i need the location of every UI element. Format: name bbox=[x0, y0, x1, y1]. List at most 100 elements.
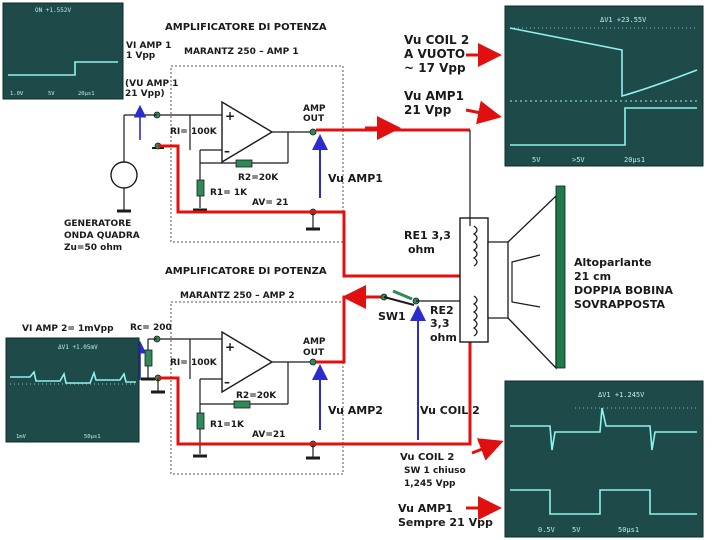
amp1-return-path bbox=[158, 144, 470, 278]
coil2-closed-l1: Vu COIL 2 bbox=[400, 452, 454, 463]
scope3-top: ΔV1 +1.05mV bbox=[58, 344, 98, 351]
scope-coil2-closed: ΔV1 +1.245V 0.5V 5V 50µs1 bbox=[504, 380, 704, 538]
amp2-minus: – bbox=[224, 375, 230, 389]
amp2-return-path bbox=[158, 342, 472, 446]
rc-label: Rc= 200 bbox=[130, 323, 172, 333]
vu-coil2-mid: Vu COIL 2 bbox=[420, 404, 480, 417]
generator: GENERATORE ONDA QUADRA Zu=50 ohm bbox=[64, 104, 164, 253]
amp1-r1-resistor bbox=[196, 179, 205, 197]
speaker-magnet bbox=[487, 241, 509, 319]
scope3-b1: 1mV bbox=[16, 434, 27, 440]
speaker: Altoparlante 21 cm DOPPIA BOBINA SOVRAPP… bbox=[487, 185, 673, 370]
coil2-open-l3: ~ 17 Vpp bbox=[404, 61, 466, 75]
scope2-top: ΔV1 +23.55V bbox=[600, 16, 647, 24]
amp2-r2-resistor bbox=[233, 400, 251, 409]
amp1-vu-label: Vu AMP1 bbox=[328, 172, 383, 185]
amp2-r2: R2=20K bbox=[236, 391, 277, 401]
amp2-out-l2: OUT bbox=[303, 348, 325, 358]
scope2-trace-coil bbox=[509, 27, 698, 98]
scope4-top: ΔV1 +1.245V bbox=[598, 391, 645, 399]
always-21-l2: Sempre 21 Vpp bbox=[398, 516, 493, 529]
amp2-model: MARANTZ 250 – AMP 2 bbox=[180, 291, 295, 301]
amp1-header: AMPLIFICATORE DI POTENZA bbox=[165, 22, 327, 33]
speaker-line4: SOVRAPPOSTA bbox=[574, 298, 666, 311]
scope2-b2: >5V bbox=[572, 156, 585, 164]
amp2-av: AV=21 bbox=[252, 430, 285, 440]
amp2-header: AMPLIFICATORE DI POTENZA bbox=[165, 266, 327, 277]
coil2-closed-l3: 1,245 Vpp bbox=[404, 479, 456, 489]
re2-l2: 3,3 bbox=[430, 317, 450, 330]
scope2-b3: 20µs1 bbox=[624, 156, 645, 164]
amp2-plus: + bbox=[225, 340, 235, 354]
vu-amp1-in-l1: (VU AMP 1 bbox=[125, 79, 178, 89]
amp2-opamp bbox=[221, 330, 274, 394]
scope4-trace-amp bbox=[510, 489, 697, 515]
amp1-opamp bbox=[221, 100, 274, 164]
scope1-trace bbox=[8, 61, 118, 76]
amp2-vu-label: Vu AMP2 bbox=[328, 404, 383, 417]
scope1-b3: 20µs1 bbox=[78, 91, 95, 97]
coil-box bbox=[459, 217, 489, 343]
amp2-r1: R1=1K bbox=[210, 420, 245, 430]
coil1-winding bbox=[472, 225, 478, 267]
coil2-closed-l2: SW 1 chiuso bbox=[404, 466, 466, 476]
scope1-top: ON +1.552V bbox=[35, 7, 72, 14]
speaker-line2: 21 cm bbox=[574, 270, 611, 283]
amp1-boundary bbox=[170, 65, 344, 243]
scope-coil2-open: ΔV1 +23.55V 5V >5V 20µs1 bbox=[504, 5, 704, 167]
amp1-out-l1: AMP bbox=[303, 104, 326, 114]
vi-amp1-l2: 1 Vpp bbox=[126, 51, 156, 61]
amp1-out-l2: OUT bbox=[303, 114, 325, 124]
coil2-open-l1: Vu COIL 2 bbox=[404, 33, 469, 47]
generator-line3: Zu=50 ohm bbox=[64, 243, 122, 253]
generator-line2: ONDA QUADRA bbox=[64, 231, 140, 241]
re1-l1: RE1 3,3 bbox=[404, 229, 451, 242]
amp2-ri: RI= 100K bbox=[170, 358, 218, 368]
amp1-block: AMPLIFICATORE DI POTENZA MARANTZ 250 – A… bbox=[153, 22, 383, 243]
scope1-b2: 5V bbox=[48, 91, 55, 97]
scope4-b1: 0.5V bbox=[538, 526, 556, 534]
speaker-line3: DOPPIA BOBINA bbox=[574, 284, 673, 297]
vu-amp1-in-l2: 21 Vpp) bbox=[125, 89, 165, 99]
generator-line1: GENERATORE bbox=[64, 219, 131, 229]
scope1-b1: 1.0V bbox=[10, 91, 24, 97]
amp2-out-l1: AMP bbox=[303, 337, 326, 347]
scope-vi-amp2: ΔV1 +1.05mV 1mV 50µs1 bbox=[5, 337, 140, 443]
coil2-winding bbox=[472, 295, 478, 337]
re2-l1: RE2 bbox=[430, 304, 454, 317]
scope-vi-amp1: ON +1.552V 1.0V 5V 20µs1 bbox=[2, 2, 124, 100]
amp1-r2-resistor bbox=[235, 159, 253, 168]
vu-amp1-top-l1: Vu AMP1 bbox=[404, 89, 464, 103]
amp1-r2: R2=20K bbox=[238, 173, 279, 183]
amp1-plus: + bbox=[225, 109, 235, 123]
coil2-open-l2: A VUOTO bbox=[404, 47, 465, 61]
amp2-boundary bbox=[170, 301, 344, 475]
amp1-model: MARANTZ 250 – AMP 1 bbox=[184, 47, 299, 57]
always-21-l1: Vu AMP1 bbox=[398, 502, 453, 515]
amp1-av: AV= 21 bbox=[252, 198, 289, 208]
amp2-r1-resistor bbox=[196, 412, 205, 430]
amp1-out-node bbox=[309, 128, 317, 136]
amp1-r1: R1= 1K bbox=[210, 188, 248, 198]
vu-amp1-top-l2: 21 Vpp bbox=[404, 103, 452, 117]
speaker-surround bbox=[555, 185, 566, 369]
amp2-out-node bbox=[309, 358, 317, 366]
amp2-output-path bbox=[316, 295, 384, 364]
vi-amp1-l1: VI AMP 1 bbox=[126, 41, 171, 51]
vi-amp2-label: VI AMP 2= 1mVpp bbox=[22, 324, 114, 334]
generator-symbol bbox=[110, 161, 138, 189]
sw1-label: SW1 bbox=[378, 310, 406, 323]
amp2-block: AMPLIFICATORE DI POTENZA MARANTZ 250 – A… bbox=[153, 266, 383, 475]
scope3-b2: 50µs1 bbox=[84, 434, 101, 440]
amp1-minus: – bbox=[224, 144, 230, 158]
speaker-cone bbox=[507, 194, 557, 370]
scope4-b3: 50µs1 bbox=[618, 526, 639, 534]
coil-assembly: RE1 3,3 ohm RE2 3,3 ohm bbox=[404, 217, 489, 344]
re1-l2: ohm bbox=[408, 243, 435, 256]
speaker-line1: Altoparlante bbox=[574, 256, 652, 269]
scope3-trace bbox=[10, 370, 136, 384]
sw1-switch: SW1 bbox=[378, 289, 470, 323]
amp1-ri: RI= 100K bbox=[170, 127, 218, 137]
scope2-trace-amp bbox=[510, 107, 697, 146]
